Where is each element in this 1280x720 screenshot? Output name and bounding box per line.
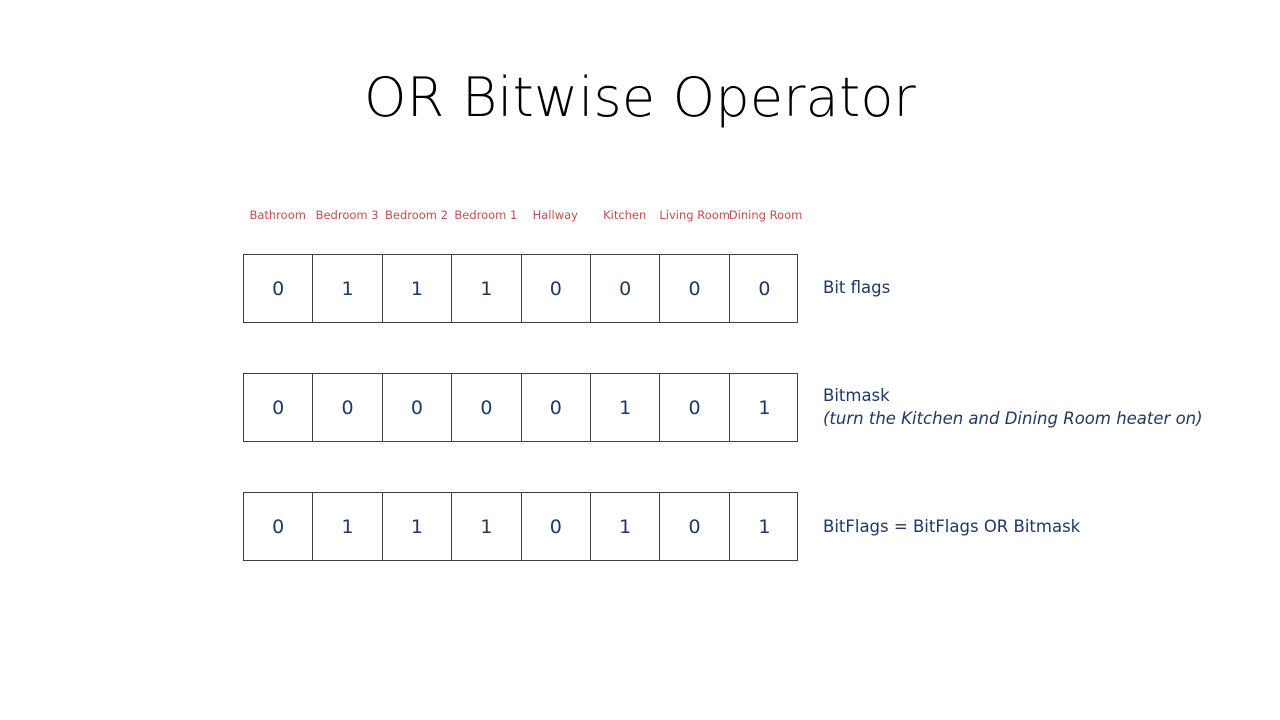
column-header-bedroom-3: Bedroom 3: [315, 208, 379, 222]
column-header-bathroom: Bathroom: [249, 208, 306, 222]
bit-cell[interactable]: 1: [452, 493, 522, 560]
bit-cell[interactable]: 0: [313, 374, 383, 441]
bit-cell[interactable]: 0: [758, 277, 771, 300]
bit-cell[interactable]: 1: [383, 255, 453, 322]
bit-cell[interactable]: 1: [591, 493, 661, 560]
row-annotation-subtitle: (turn the Kitchen and Dining Room heater…: [823, 409, 1203, 428]
bit-cell[interactable]: 0: [522, 255, 591, 322]
bit-cell[interactable]: 1: [758, 515, 771, 538]
bit-cell[interactable]: 0: [383, 374, 453, 441]
row-annotation-bit-flags: Bit flags: [823, 277, 890, 299]
column-header-dining-room: Dining Room: [728, 208, 803, 222]
bit-row-group-bit-flags: 0 1 1 1 0 0 0 0: [243, 254, 798, 323]
bit-cell[interactable]: 0: [244, 493, 314, 560]
bit-cell[interactable]: 0: [660, 493, 730, 560]
column-header-living-room: Living Room: [659, 208, 730, 222]
bit-row-group-bitmask: 0 0 0 0 0 1 0 1: [243, 373, 798, 442]
table-row: 0 1 1 1 0 1 0 1: [243, 492, 798, 561]
bit-cell[interactable]: 0: [244, 374, 314, 441]
bit-cell[interactable]: 0: [522, 493, 591, 560]
page-title: OR Bitwise Operator: [364, 66, 916, 129]
row-annotation-result: BitFlags = BitFlags OR Bitmask: [823, 516, 1080, 538]
bit-row-group-result: 0 1 1 1 0 1 0 1: [243, 492, 798, 561]
bit-cell[interactable]: 1: [591, 374, 661, 441]
bit-cell[interactable]: 0: [660, 374, 730, 441]
bit-cell[interactable]: 1: [452, 255, 522, 322]
bit-cell[interactable]: 0: [591, 255, 661, 322]
bit-cell[interactable]: 0: [244, 255, 314, 322]
row-annotation-bitmask: Bitmask (turn the Kitchen and Dining Roo…: [823, 385, 1203, 431]
bit-cell[interactable]: 1: [313, 493, 383, 560]
table-row: 0 0 0 0 0 1 0 1: [243, 373, 798, 442]
column-header-bedroom-2: Bedroom 2: [384, 208, 448, 222]
column-header-row: Bathroom Bedroom 3 Bedroom 2 Bedroom 1 H…: [243, 207, 803, 233]
bit-cell[interactable]: 1: [758, 396, 771, 419]
bit-cell[interactable]: 0: [452, 374, 522, 441]
bit-cell[interactable]: 0: [660, 255, 730, 322]
row-annotation-title: Bit flags: [823, 278, 891, 297]
row-annotation-title: Bitmask: [823, 386, 890, 405]
bitwise-or-diagram: Bathroom Bedroom 3 Bedroom 2 Bedroom 1 H…: [243, 207, 1243, 561]
bit-cell[interactable]: 1: [313, 255, 383, 322]
bit-cell[interactable]: 1: [383, 493, 453, 560]
row-annotation-title: BitFlags = BitFlags OR Bitmask: [823, 517, 1081, 536]
table-row: 0 1 1 1 0 0 0 0: [243, 254, 798, 323]
column-header-hallway: Hallway: [532, 208, 578, 222]
bit-cell[interactable]: 0: [522, 374, 591, 441]
column-header-kitchen: Kitchen: [603, 208, 647, 222]
column-header-bedroom-1: Bedroom 1: [454, 208, 518, 222]
